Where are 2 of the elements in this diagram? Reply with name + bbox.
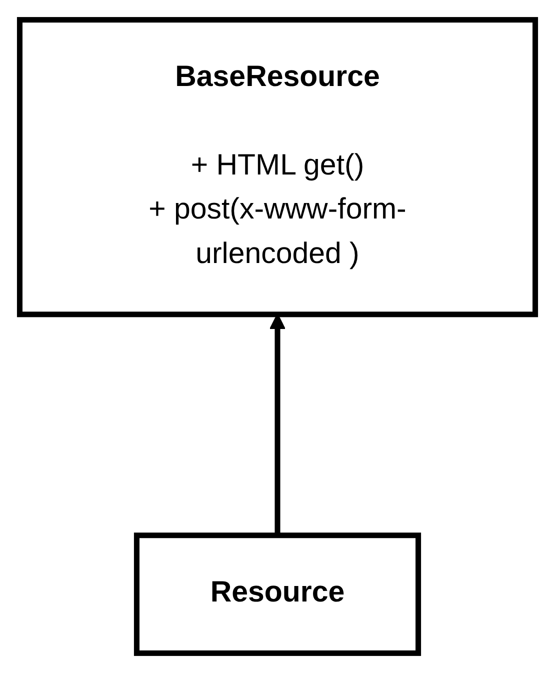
- node-box: BaseResource + HTML get() + post(x-www-form-urlencoded ): [16, 17, 538, 318]
- node-box: Resource: [134, 532, 422, 656]
